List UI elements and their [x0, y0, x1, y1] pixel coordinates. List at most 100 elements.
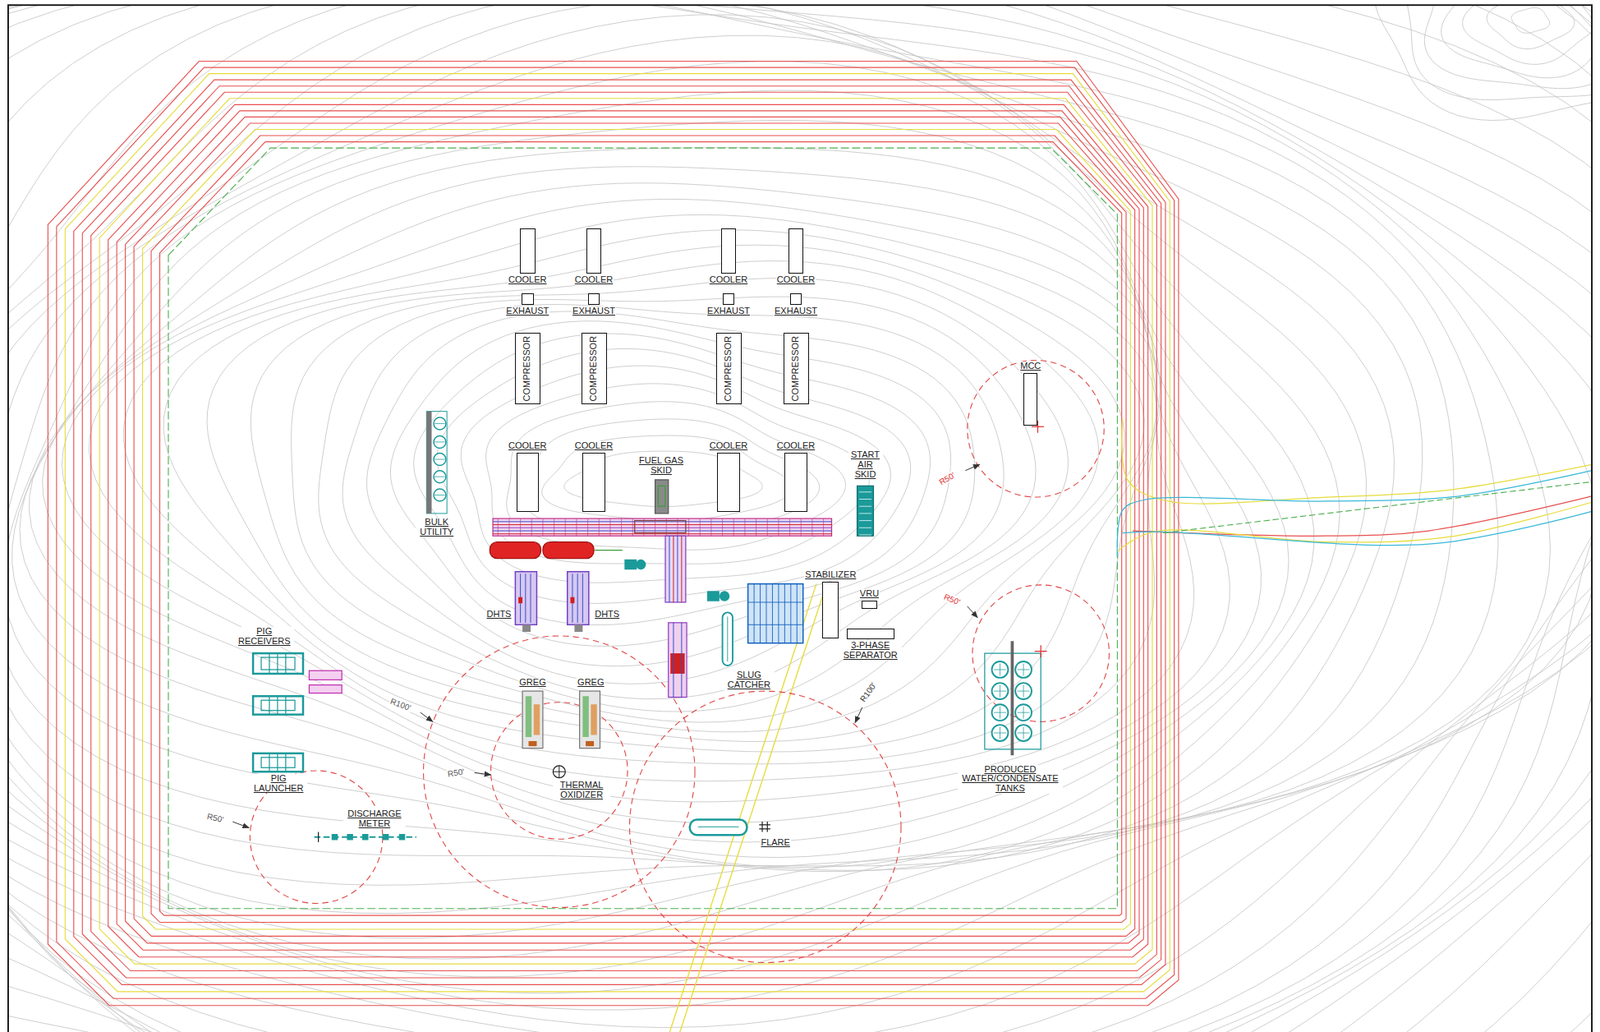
rack-pipe: [492, 524, 832, 525]
start-air-skid: [857, 485, 874, 536]
equipment-name: EXHAUST: [571, 306, 617, 317]
radius-leader: [855, 707, 863, 723]
equipment-label: COMPRESSOR: [581, 332, 607, 405]
equipment-part: [308, 685, 342, 694]
sheet-frame: [8, 4, 1592, 1032]
unit-grid: [759, 583, 761, 644]
grading-line: [160, 142, 1122, 916]
label-anchor: R50': [206, 809, 225, 824]
equipment-label: MCC: [1019, 361, 1042, 426]
grading-line: [64, 73, 1170, 992]
equipment-outline: [521, 293, 534, 306]
contour-lines: [8, 4, 1592, 1032]
equipment-name: COOLER: [574, 275, 614, 286]
equipment-label: COOLER: [507, 228, 548, 286]
equipment-label: START AIR SKID: [848, 450, 883, 480]
equipment-label: EXHAUST: [773, 293, 819, 318]
tank-mark: [434, 494, 445, 496]
equipment-part: [533, 703, 540, 735]
skid-detail: [859, 498, 872, 500]
equipment-name: COMPRESSOR: [723, 335, 734, 401]
unit-grid: [796, 583, 798, 644]
compressor-outline: COMPRESSOR: [581, 332, 607, 405]
rack-bent: [508, 518, 510, 536]
equipment-name: BULK UTILITY: [415, 517, 459, 538]
equipment-name: DHTS: [486, 609, 513, 620]
label-anchor: R50': [942, 590, 961, 606]
rack-bent: [688, 518, 690, 536]
tank-mark: [434, 476, 445, 478]
center-mark: [1040, 644, 1042, 658]
pig-detail: [285, 695, 286, 714]
rack-pipe: [492, 527, 832, 529]
equipment-outline: [788, 228, 805, 274]
equipment-name: GREG: [518, 677, 547, 688]
clipped-area: [8, 4, 1592, 1032]
skid-detail: [859, 519, 872, 521]
rack-bent: [587, 518, 589, 536]
access-road-line: [1132, 496, 1592, 537]
equipment-name: STABILIZER: [804, 570, 857, 580]
skid-detail: [859, 505, 872, 507]
flare-knockout-drum: [689, 819, 748, 836]
equipment-label: EXHAUST: [571, 293, 617, 318]
rack-bent: [822, 518, 824, 536]
rack-bent: [598, 518, 600, 536]
contour-line: [8, 4, 1592, 1027]
pig-detail: [276, 652, 278, 674]
equipment-label: SLUG CATCHER: [723, 670, 775, 690]
contour-line: [291, 278, 1069, 712]
equipment-label: FLARE: [759, 837, 791, 848]
equipment-outline: [588, 293, 601, 306]
utility-header: [426, 411, 432, 514]
compressor-outline: COMPRESSOR: [514, 332, 541, 405]
unit-pipe: [530, 573, 532, 623]
tank-mark: [999, 685, 1001, 698]
rack-bent: [542, 518, 543, 536]
radius-dimension: R50': [446, 767, 467, 779]
label-anchor: R100': [856, 683, 880, 699]
equipment-part: [582, 695, 589, 737]
contour-line: [8, 4, 1592, 1032]
safety-radius-circle: [967, 360, 1104, 497]
radius-leader: [474, 772, 492, 774]
radius-dimension: R100': [388, 696, 414, 713]
contour-line: [42, 166, 1195, 802]
unit-grid: [748, 624, 804, 626]
tank-mark: [1023, 706, 1025, 719]
utility-skid: [426, 411, 447, 514]
contour-line: [8, 4, 1592, 1032]
meter-part: [346, 833, 353, 840]
storage-tank: [992, 703, 1009, 721]
flare-line: [678, 583, 827, 1032]
pump: [624, 559, 637, 570]
pig-skid: [252, 695, 304, 714]
equipment-part: [585, 740, 594, 746]
contour-line: [8, 4, 1592, 1032]
pipe-line: [594, 549, 623, 551]
rack-pipe: [672, 535, 674, 603]
equipment-label: DHTS: [593, 609, 621, 620]
tank-mark: [999, 706, 1001, 719]
skid-detail: [859, 527, 872, 529]
unit-pipe: [524, 573, 526, 623]
equipment-label: EXHAUST: [505, 293, 550, 318]
contour-line: [8, 4, 1592, 1032]
equipment-label: EXHAUST: [706, 293, 751, 318]
equipment-name: DISCHARGE METER: [343, 809, 406, 829]
vessel-detail: [726, 616, 728, 662]
rack-pipe: [492, 533, 832, 534]
pig-detail: [268, 753, 270, 772]
grading-line: [99, 98, 1153, 964]
pig-detail: [276, 753, 278, 772]
pig-detail: [268, 652, 270, 674]
dehydration-unit: [567, 571, 589, 626]
grading-line: [151, 135, 1127, 922]
skid-detail: [859, 512, 872, 514]
pipe-rack: [665, 535, 686, 603]
grading-line: [116, 110, 1144, 950]
equipment-name: 3-PHASE SEPARATOR: [839, 640, 902, 661]
equipment-name: START AIR SKID: [848, 450, 883, 480]
rack-pipe: [668, 535, 670, 603]
